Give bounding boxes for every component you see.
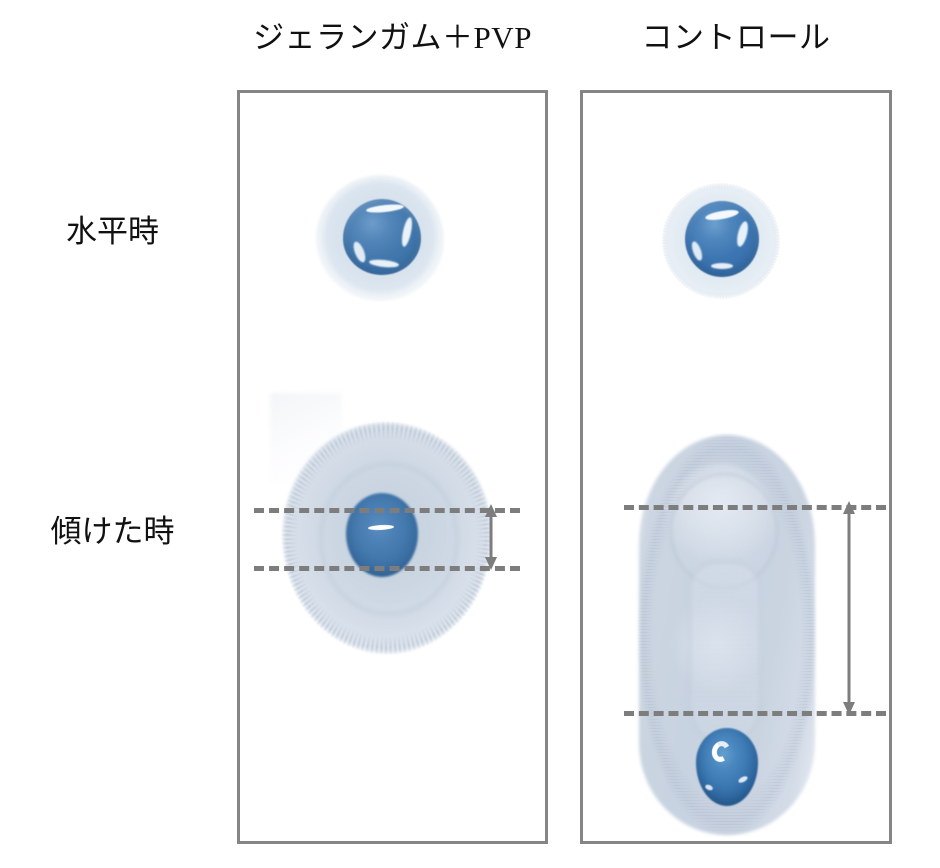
droplet-control-horizontal-highlight-left	[689, 240, 705, 262]
droplet-gellan-horizontal-highlight-right	[399, 216, 415, 248]
droplet-gellan-tilted-core	[346, 493, 418, 577]
droplet-control-tilted-spread-sheen	[655, 463, 785, 813]
droplet-gellan-tilted-edge-texture	[281, 421, 493, 655]
droplet-control-horizontal-highlight-right	[734, 220, 751, 248]
droplet-gellan-tilted-highlight	[367, 524, 395, 531]
control-measure-guide-bottom	[624, 711, 886, 716]
control-displacement-arrow	[843, 501, 855, 715]
droplet-control-tilted-highlight-crescent	[709, 738, 733, 765]
droplet-control-tilted-highlight-right	[737, 774, 749, 785]
droplet-control-horizontal-halo	[664, 185, 778, 297]
droplet-control-tilted-spread	[639, 435, 815, 835]
droplet-gellan-horizontal-highlight-bottom	[368, 258, 400, 269]
droplet-gellan-horizontal-highlight-top	[365, 203, 405, 214]
droplet-gellan-horizontal-core	[343, 199, 421, 275]
column-header-gellan-pvp: ジェランガム＋PVP	[253, 20, 532, 55]
droplet-control-horizontal-core	[685, 201, 759, 277]
droplet-gellan-tilted-inner-ring	[320, 463, 458, 615]
photo-panel-control	[580, 90, 892, 844]
droplet-control-horizontal-highlight-bottom	[711, 263, 733, 269]
gellan-measure-guide-top	[254, 508, 520, 513]
droplet-gellan-tilted-spread	[283, 423, 491, 653]
droplet-control-horizontal-highlight-top	[704, 208, 740, 222]
column-header-control: コントロール	[641, 20, 831, 55]
row-label-horizontal: 水平時	[66, 214, 159, 249]
row-label-tilted: 傾けた時	[50, 514, 175, 549]
gellan-displacement-arrow	[485, 504, 497, 570]
photo-panel-gellan-pvp	[237, 90, 548, 844]
droplet-control-tilted-flow-channel	[689, 561, 761, 745]
droplet-gellan-tilted-background-glare	[270, 393, 342, 483]
droplet-control-tilted-edge-texture	[637, 433, 817, 837]
droplet-gellan-horizontal-inner-halo	[324, 181, 436, 293]
droplet-control-horizontal-edge-texture	[662, 183, 780, 299]
control-measure-guide-top	[624, 505, 886, 510]
droplet-control-tilted-origin-ring	[670, 473, 778, 589]
droplet-gellan-horizontal-highlight-left	[351, 240, 368, 264]
droplet-control-tilted-core	[696, 728, 758, 806]
droplet-gellan-horizontal-halo	[316, 175, 444, 301]
gellan-measure-guide-bottom	[254, 566, 520, 571]
droplet-control-tilted-highlight-left	[704, 783, 714, 792]
